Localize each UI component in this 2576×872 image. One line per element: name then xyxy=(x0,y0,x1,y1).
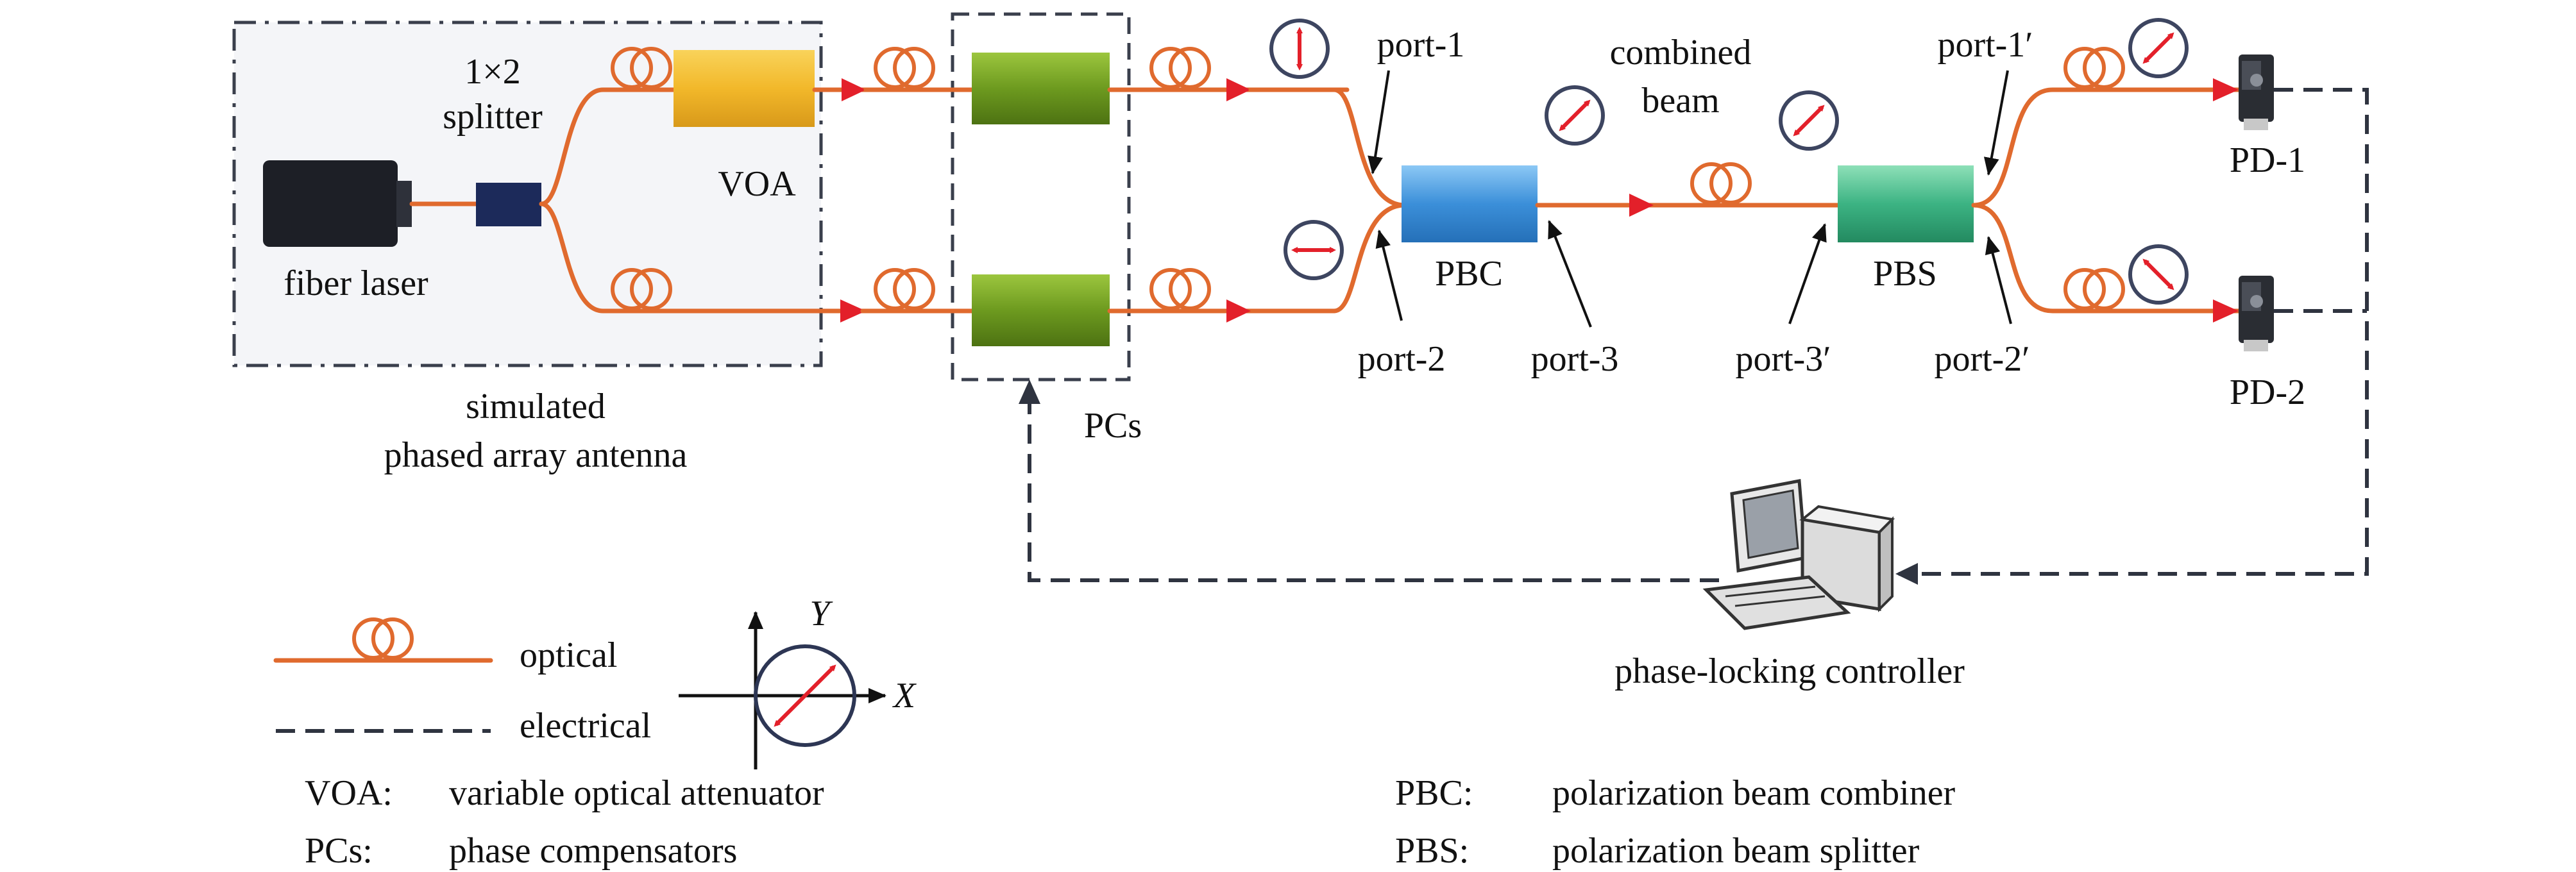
legend-electrical-label: electrical xyxy=(520,706,651,746)
pcs-box xyxy=(951,12,1131,382)
splitter-label-1: 1×2 xyxy=(464,52,521,92)
pointer-port-3p xyxy=(1788,223,1827,324)
splitter-lower-branch xyxy=(539,201,865,314)
def-pcs-text: phase compensators xyxy=(449,831,737,871)
splitter-upper-branch xyxy=(539,87,676,206)
controller-label: phase-locking controller xyxy=(1614,651,1965,691)
simulated-label-1: simulated xyxy=(466,387,606,426)
axis-x-label: X xyxy=(892,676,917,716)
def-pbc-abbr: PBC: xyxy=(1395,773,1473,813)
splitter-label-2: splitter xyxy=(443,97,543,137)
pbc-label: PBC xyxy=(1435,254,1503,294)
def-pbc-text: polarization beam combiner xyxy=(1552,773,1956,813)
arrow-electrical-controller xyxy=(1895,563,1918,585)
pointer-port-2 xyxy=(1375,230,1403,321)
polarization-horizontal xyxy=(1284,220,1344,280)
pbs-lower-out xyxy=(1971,203,2241,314)
arrow-pbs-upper xyxy=(2213,78,2239,101)
photodetector-icon xyxy=(2239,276,2274,351)
coil-lower-3 xyxy=(1149,268,1211,310)
lower-to-pbc xyxy=(1332,203,1407,314)
fiber-laser-label: fiber laser xyxy=(284,264,428,303)
port-1-label: port-1 xyxy=(1377,25,1465,65)
legend-optical-coil xyxy=(352,617,414,660)
pbs-body xyxy=(1838,165,1974,242)
def-voa-text: variable optical attenuator xyxy=(449,773,824,813)
port-2-label: port-2 xyxy=(1358,339,1446,379)
port-2p-label: port-2′ xyxy=(1934,339,2029,379)
fiber-laser-icon xyxy=(263,160,412,247)
polarization-diagonal-2 xyxy=(1779,90,1839,151)
coil-combined xyxy=(1690,162,1752,205)
polarization-antidiagonal xyxy=(2128,244,2189,305)
pointer-port-1p xyxy=(1983,70,2009,176)
polarization-axes-legend xyxy=(679,611,886,769)
pbs-upper-out xyxy=(1971,87,2241,208)
pc-upper xyxy=(972,53,1110,124)
axis-y-label: Y xyxy=(809,594,833,633)
polarization-vertical xyxy=(1269,19,1330,79)
pointer-port-2p xyxy=(1985,236,2012,324)
arrow-electrical-pcs xyxy=(1019,380,1040,404)
simulated-label-2: phased array antenna xyxy=(384,435,688,475)
def-pbs-abbr: PBS: xyxy=(1395,831,1469,871)
voa-body xyxy=(674,50,815,127)
pbc-body xyxy=(1402,165,1538,242)
electrical-to-pcs xyxy=(1028,391,1719,582)
combined-beam-label-2: beam xyxy=(1641,81,1719,121)
pointer-port-1 xyxy=(1368,70,1390,174)
photodetector-icon xyxy=(2239,55,2274,130)
polarization-diagonal-3 xyxy=(2128,18,2189,78)
port-1p-label: port-1′ xyxy=(1937,25,2033,65)
port-3p-label: port-3′ xyxy=(1735,339,1831,379)
polarization-diagonal-1 xyxy=(1545,85,1605,146)
pd-1-label: PD-1 xyxy=(2230,140,2305,180)
coil-upper-3 xyxy=(1149,47,1211,89)
def-pcs-abbr: PCs: xyxy=(305,831,373,871)
upper-to-pbc xyxy=(1248,87,1407,208)
arrow-upper-2 xyxy=(1226,78,1251,101)
splitter-body xyxy=(476,183,541,226)
pd-2-label: PD-2 xyxy=(2230,373,2305,412)
pc-lower xyxy=(972,274,1110,346)
combined-beam-label-1: combined xyxy=(1610,33,1752,72)
def-pbs-text: polarization beam splitter xyxy=(1552,831,1920,871)
coil-upper-2 xyxy=(874,47,935,89)
voa-label: VOA xyxy=(718,164,796,204)
coil-pbs-lower xyxy=(2063,268,2125,310)
def-voa-abbr: VOA: xyxy=(305,773,393,813)
port-3-label: port-3 xyxy=(1531,339,1619,379)
arrow-lower-2 xyxy=(1226,299,1251,323)
legend-optical-label: optical xyxy=(520,635,617,675)
coil-lower-2 xyxy=(874,268,935,310)
computer-icon xyxy=(1702,479,1895,630)
arrow-lower-1 xyxy=(840,299,866,323)
coil-pbs-upper xyxy=(2063,47,2125,89)
coil-lower-1 xyxy=(611,268,672,310)
coil-upper-1 xyxy=(611,47,672,89)
pointer-port-3 xyxy=(1548,220,1592,328)
pcs-label: PCs xyxy=(1084,406,1142,446)
arrow-pbs-lower xyxy=(2213,299,2239,323)
arrow-combined xyxy=(1629,194,1654,217)
arrow-upper-1 xyxy=(842,78,866,101)
pbs-label: PBS xyxy=(1873,254,1937,294)
electrical-pd1 xyxy=(1899,88,2369,576)
